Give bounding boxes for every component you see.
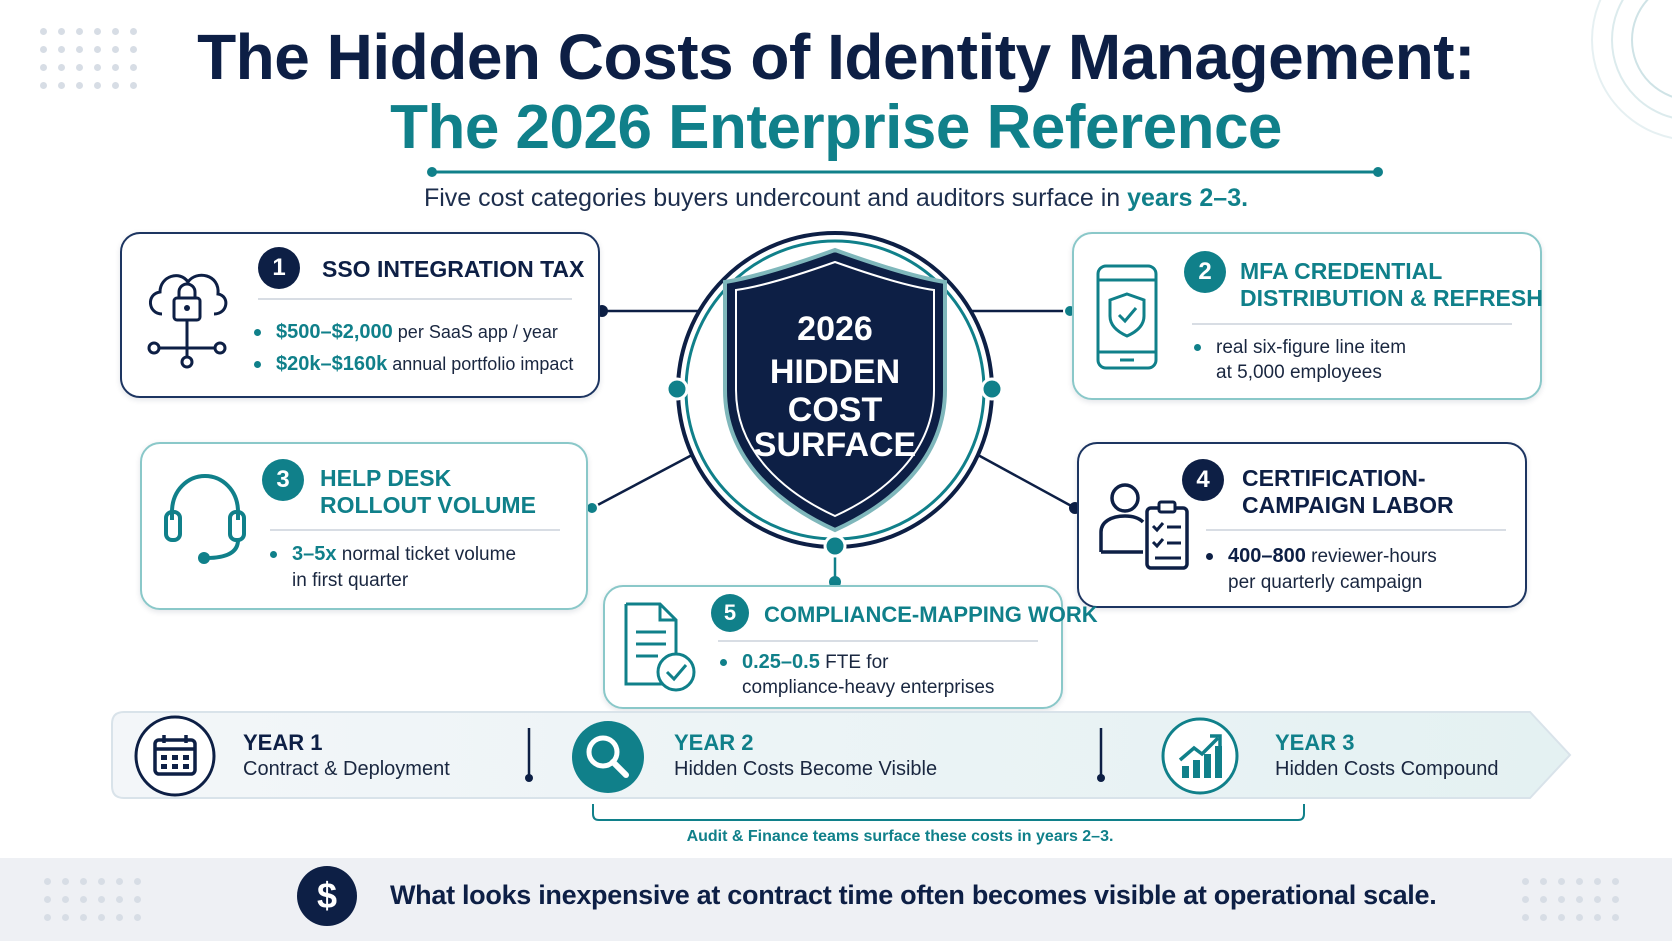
title-underline (427, 167, 1383, 177)
page-subtitle-title: The 2026 Enterprise Reference (390, 93, 1282, 162)
card-5-divider (718, 640, 1038, 642)
card-3-number-badge: 3 (262, 459, 304, 501)
card-4-title-line-1: CERTIFICATION- (1242, 465, 1426, 491)
card-2-bullet-1-line-1: real six-figure line item (1216, 337, 1407, 358)
subtitle-text: Five cost categories buyers undercount a… (423, 184, 1128, 212)
timeline-year-3-label: YEAR 3 (1275, 730, 1355, 755)
dollar-icon: $ (297, 866, 357, 926)
card-1-bullet-2-value: $20k–$160k (276, 353, 388, 375)
growth-chart-icon (1161, 717, 1239, 795)
card-3-title-line-1: HELP DESK (320, 465, 452, 491)
shield-line-3: COST (787, 391, 883, 429)
document-check-icon (624, 602, 696, 692)
footer-band (0, 858, 1672, 941)
timeline-step-year-3: YEAR 3 Hidden Costs Compound (1275, 730, 1498, 782)
calendar-icon (134, 715, 216, 797)
timeline-year-3-desc: Hidden Costs Compound (1275, 758, 1499, 780)
card-1-bullet-1-text: per SaaS app / year (392, 322, 558, 342)
subtitle-highlight: years 2–3. (1127, 184, 1249, 212)
card-4-bullet-1-line-2: per quarterly campaign (1228, 572, 1423, 593)
card-5-bullet-1-cont: compliance-heavy enterprises (742, 675, 994, 700)
headset-icon (164, 473, 246, 564)
card-2-bullet-1: real six-figure line item (1194, 335, 1407, 360)
timeline-year-1-label: YEAR 1 (243, 730, 323, 755)
page-title: The Hidden Costs of Identity Management: (197, 21, 1475, 93)
card-3-bullet-1-cont: in first quarter (292, 568, 408, 593)
card-2-bullet-1-cont: at 5,000 employees (1216, 360, 1382, 385)
magnifier-icon (572, 721, 644, 793)
decorative-dots-bottom-left (44, 878, 141, 921)
card-2-title-line-2: DISTRIBUTION & REFRESH (1240, 285, 1543, 311)
timeline-year-2-label: YEAR 2 (674, 730, 754, 755)
decorative-dots-bottom-right (1522, 878, 1619, 921)
shield-line-2: HIDDEN (769, 353, 901, 391)
card-2-divider (1192, 323, 1512, 325)
card-3-bullet-1-value: 3–5x (292, 543, 337, 565)
shield-line-1: 2026 (797, 310, 873, 348)
subtitle: Five cost categories buyers undercount a… (0, 184, 1672, 213)
card-4-bullet-1: 400–800 reviewer-hours (1206, 544, 1437, 569)
timeline-note: Audit & Finance teams surface these cost… (686, 828, 1114, 845)
decorative-arcs (1591, 0, 1672, 139)
card-5-number-badge: 5 (711, 594, 749, 632)
card-1-divider (258, 298, 572, 300)
timeline-step-year-1: YEAR 1 Contract & Deployment (243, 730, 450, 782)
card-1-bullet-2-text: annual portfolio impact (387, 354, 574, 374)
timeline-step-year-2: YEAR 2 Hidden Costs Become Visible (674, 730, 937, 782)
footer-message: What looks inexpensive at contract time … (390, 880, 1437, 910)
card-4-bullet-1-cont: per quarterly campaign (1228, 570, 1422, 595)
card-1-bullet-2: $20k–$160k annual portfolio impact (254, 352, 574, 377)
card-4-bullet-1-text: reviewer-hours (1305, 546, 1437, 567)
decorative-dots-top-left (40, 28, 137, 89)
cost-card-mfa (1072, 232, 1542, 400)
card-4-bullet-1-value: 400–800 (1228, 545, 1306, 567)
card-2-number-badge: 2 (1184, 251, 1226, 293)
card-5-bullet-1-line-2: compliance-heavy enterprises (742, 677, 995, 698)
cost-card-help-desk (140, 442, 588, 610)
timeline-year-2-desc: Hidden Costs Become Visible (674, 758, 938, 780)
card-4-number-badge: 4 (1182, 459, 1224, 501)
cloud-lock-icon (147, 273, 228, 369)
timeline-year-1-desc: Contract & Deployment (243, 758, 450, 780)
card-3-divider (270, 529, 560, 531)
card-3-bullet-1-text: normal ticket volume (336, 544, 517, 565)
card-5-bullet-1-text: FTE for (819, 652, 889, 673)
user-checklist-icon (1099, 483, 1189, 570)
card-2-title-line-1: MFA CREDENTIAL (1240, 258, 1443, 284)
card-2-bullet-1-line-2: at 5,000 employees (1216, 362, 1382, 383)
card-1-title: SSO INTEGRATION TAX (322, 256, 585, 282)
card-3-title-line-2: ROLLOUT VOLUME (320, 492, 536, 518)
card-3-bullet-1-line-2: in first quarter (292, 570, 409, 591)
card-1-bullet-1: $500–$2,000 per SaaS app / year (254, 320, 558, 345)
shield-line-4: SURFACE (753, 426, 917, 464)
phone-shield-icon (1096, 264, 1158, 370)
card-5-bullet-1: 0.25–0.5 FTE for (720, 650, 889, 675)
card-1-bullet-1-value: $500–$2,000 (276, 321, 393, 343)
card-4-divider (1206, 529, 1506, 531)
card-1-number-badge: 1 (258, 247, 300, 289)
card-3-bullet-1: 3–5x normal ticket volume (270, 542, 517, 567)
card-5-bullet-1-value: 0.25–0.5 (742, 651, 820, 673)
card-5-title: COMPLIANCE-MAPPING WORK (764, 602, 1098, 627)
card-4-title-line-2: CAMPAIGN LABOR (1242, 492, 1454, 518)
